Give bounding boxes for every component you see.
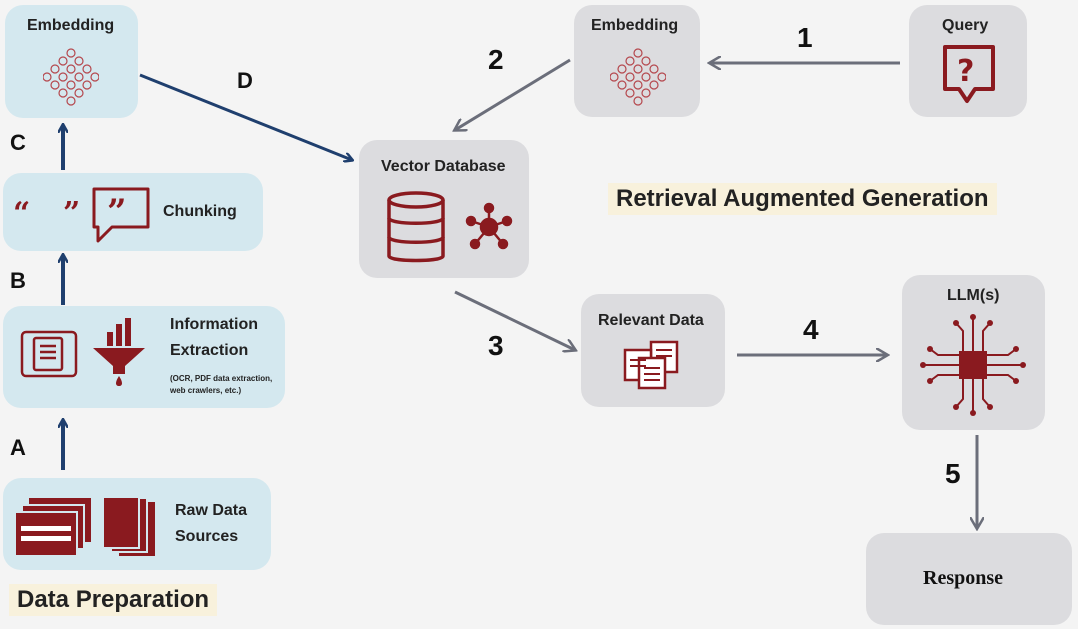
letter-d: D: [237, 68, 253, 93]
data-pages-icon: [15, 498, 155, 557]
information-label: Information: [170, 316, 258, 333]
raw-data-label: Raw Data: [175, 502, 248, 519]
question-bubble-icon: ?: [943, 45, 995, 103]
letter-a: A: [10, 435, 26, 460]
speech-bubble-icon: ”: [92, 187, 150, 243]
llm-label: LLM(s): [947, 287, 1000, 304]
arrow-d: [139, 73, 352, 160]
network-node-icon: [465, 202, 513, 250]
neural-network-icon: [610, 48, 666, 106]
step-4: 4: [803, 314, 819, 345]
query-label: Query: [942, 17, 989, 34]
sources-label: Sources: [175, 528, 239, 545]
extraction-label: Extraction: [170, 342, 249, 359]
raw-data-sources-box: Raw Data Sources: [3, 478, 271, 570]
embedding-box-prep: Embedding: [5, 5, 138, 118]
documents-icon: [623, 340, 679, 390]
extraction-note-1: (OCR, PDF data extraction,: [170, 374, 273, 383]
query-box: Query ?: [909, 5, 1027, 117]
letter-c: C: [10, 130, 26, 155]
information-extraction-box: Information Extraction (OCR, PDF data ex…: [3, 306, 285, 408]
step-3: 3: [488, 330, 504, 361]
vector-database-box: Vector Database: [359, 140, 529, 278]
document-scan-icon: [20, 330, 78, 378]
relevant-data-box: Relevant Data: [581, 294, 725, 407]
vector-database-label: Vector Database: [381, 158, 506, 175]
rag-title: Retrieval Augmented Generation: [608, 183, 997, 215]
funnel-chart-icon: [93, 318, 145, 386]
svg-text:”: ”: [107, 192, 127, 232]
svg-text:“: “: [13, 197, 30, 227]
svg-text:”: ”: [63, 197, 80, 227]
chip-circuit-icon: [920, 314, 1026, 416]
response-box: Response: [866, 533, 1072, 625]
relevant-data-label: Relevant Data: [598, 312, 704, 329]
svg-text:?: ?: [957, 54, 974, 89]
chunking-label: Chunking: [163, 203, 237, 220]
embedding-label: Embedding: [27, 17, 115, 34]
database-icon: [387, 191, 445, 263]
step-1: 1: [797, 22, 813, 53]
neural-network-icon: [43, 48, 99, 106]
response-label: Response: [923, 567, 1004, 589]
data-preparation-title: Data Preparation: [9, 584, 218, 616]
chunking-box: “ ” ” Chunking: [3, 173, 263, 251]
step-5: 5: [945, 458, 961, 489]
quote-marks-icon: “ ”: [13, 197, 80, 227]
arrow-2: [455, 58, 571, 130]
extraction-note-2: web crawlers, etc.): [170, 386, 242, 395]
arrow-3: [454, 290, 575, 350]
step-2: 2: [488, 44, 504, 75]
embedding-box-rag: Embedding: [574, 5, 700, 117]
llm-box: LLM(s): [902, 275, 1045, 430]
letter-b: B: [10, 268, 26, 293]
embedding-label: Embedding: [591, 17, 679, 34]
